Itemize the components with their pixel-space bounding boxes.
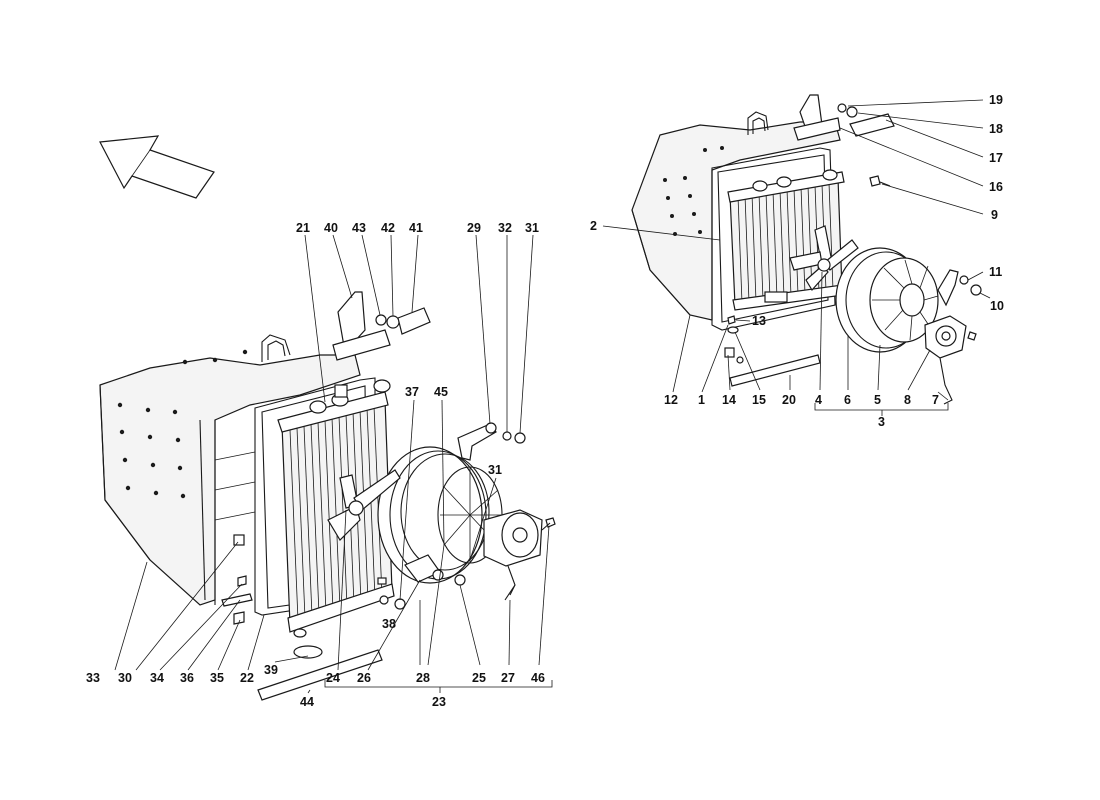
label-32: 32 [498,221,512,235]
label-40: 40 [324,221,338,235]
right-leader-lines [602,99,991,416]
left-radiator [277,379,395,638]
left-side-bracket [457,422,526,461]
right-side-bracket [937,269,982,307]
label-18: 18 [989,122,1003,136]
right-assembly: 19 18 17 16 9 2 11 10 13 12 1 14 15 20 4… [590,93,1004,429]
label-37: 37 [405,385,419,399]
left-leader-lines [114,234,553,694]
label-44: 44 [300,695,314,709]
label-9: 9 [991,208,998,222]
left-top-bracket [332,291,431,361]
right-small-parts [724,315,744,364]
right-labels: 19 18 17 16 9 2 11 10 13 12 1 14 15 20 4… [590,93,1004,429]
label-42: 42 [381,221,395,235]
label-26: 26 [357,671,371,685]
label-11: 11 [989,265,1002,279]
label-29: 29 [467,221,481,235]
label-10: 10 [990,299,1004,313]
label-45: 45 [434,385,448,399]
label-41: 41 [409,221,423,235]
label-30: 30 [118,671,132,685]
label-27: 27 [501,671,515,685]
left-assembly: 21 40 43 42 41 29 32 31 37 45 31 38 33 3… [86,221,556,709]
label-21: 21 [296,221,310,235]
left-labels: 21 40 43 42 41 29 32 31 37 45 31 38 33 3… [86,221,545,709]
label-23: 23 [432,695,446,709]
label-20: 20 [782,393,796,407]
label-7: 7 [932,393,939,407]
label-25: 25 [472,671,486,685]
label-35: 35 [210,671,224,685]
right-fan-shroud [835,247,939,353]
label-4: 4 [815,393,822,407]
label-46: 46 [531,671,545,685]
label-1: 1 [698,393,705,407]
label-16: 16 [989,180,1003,194]
label-2: 2 [590,219,597,233]
label-13: 13 [752,314,766,328]
right-fan-motor [924,315,977,405]
right-base-strip [729,354,821,387]
label-3: 3 [878,415,885,429]
label-31-middle: 31 [488,463,502,477]
label-17: 17 [989,151,1003,165]
label-6: 6 [844,393,851,407]
label-36: 36 [180,671,194,685]
label-38: 38 [382,617,396,631]
left-shroud [99,334,361,606]
right-seal-frame [711,147,836,331]
label-14: 14 [722,393,736,407]
label-31-top: 31 [525,221,539,235]
label-43: 43 [352,221,366,235]
label-8: 8 [904,393,911,407]
label-34: 34 [150,671,164,685]
left-fan-assembly [327,446,556,601]
label-19: 19 [989,93,1003,107]
label-12: 12 [664,393,678,407]
label-22: 22 [240,671,254,685]
label-39: 39 [264,663,278,677]
right-top-bracket [793,94,895,141]
right-bolt [869,175,891,187]
label-24: 24 [326,671,340,685]
label-5: 5 [874,393,881,407]
label-28: 28 [416,671,430,685]
label-15: 15 [752,393,766,407]
right-fan-blades [789,225,859,292]
label-33: 33 [86,671,100,685]
direction-arrow-icon [99,135,215,199]
left-base-strip [257,645,383,701]
left-small-parts [221,534,406,625]
